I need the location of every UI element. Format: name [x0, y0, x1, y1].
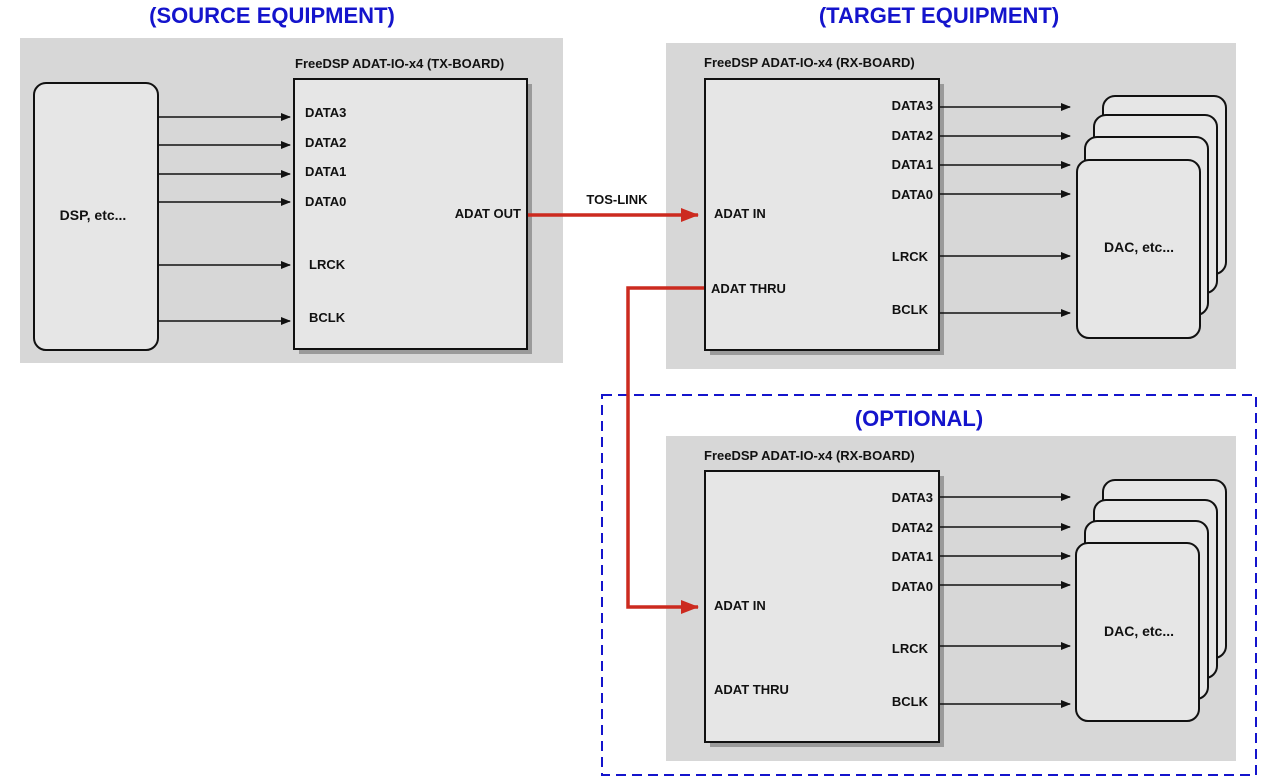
rx-board-1 — [704, 78, 940, 351]
rx1-pin-data3: DATA3 — [892, 98, 933, 113]
tos-link-label: TOS-LINK — [586, 192, 648, 207]
rx2-pin-lrck: LRCK — [892, 641, 929, 656]
tx-pin-data1: DATA1 — [305, 164, 346, 179]
rx2-pin-data2: DATA2 — [892, 520, 933, 535]
dac-2-label: DAC, etc... — [1104, 623, 1174, 639]
source-equipment-heading: (SOURCE EQUIPMENT) — [149, 3, 395, 28]
rx1-pin-data1: DATA1 — [892, 157, 933, 172]
rx1-pin-lrck: LRCK — [892, 249, 929, 264]
rx-board-2-title: FreeDSP ADAT-IO-x4 (RX-BOARD) — [704, 448, 915, 463]
dsp-device-label: DSP, etc... — [60, 207, 127, 223]
tx-pin-adat-out: ADAT OUT — [455, 206, 521, 221]
target-equipment-heading: (TARGET EQUIPMENT) — [819, 3, 1059, 28]
rx2-pin-data1: DATA1 — [892, 549, 933, 564]
rx1-pin-bclk: BCLK — [892, 302, 929, 317]
tx-board — [293, 78, 528, 350]
rx1-pin-adat-thru: ADAT THRU — [711, 281, 786, 296]
rx2-pin-adat-thru: ADAT THRU — [714, 682, 789, 697]
rx2-pin-bclk: BCLK — [892, 694, 929, 709]
tx-pin-data3: DATA3 — [305, 105, 346, 120]
tx-board-title: FreeDSP ADAT-IO-x4 (TX-BOARD) — [295, 56, 504, 71]
rx2-pin-data0: DATA0 — [892, 579, 933, 594]
rx-board-2 — [704, 470, 940, 743]
tx-pin-data0: DATA0 — [305, 194, 346, 209]
rx-board-1-title: FreeDSP ADAT-IO-x4 (RX-BOARD) — [704, 55, 915, 70]
dac-1-label: DAC, etc... — [1104, 239, 1174, 255]
optional-heading: (OPTIONAL) — [855, 406, 983, 431]
rx1-pin-data0: DATA0 — [892, 187, 933, 202]
tx-pin-bclk: BCLK — [309, 310, 346, 325]
rx1-pin-data2: DATA2 — [892, 128, 933, 143]
rx1-pin-adat-in: ADAT IN — [714, 206, 766, 221]
dsp-device-box — [33, 82, 159, 351]
tx-pin-data2: DATA2 — [305, 135, 346, 150]
dac-2-card-1 — [1075, 542, 1200, 722]
rx2-pin-adat-in: ADAT IN — [714, 598, 766, 613]
rx2-pin-data3: DATA3 — [892, 490, 933, 505]
adat-thru-link-arrow — [626, 286, 704, 614]
dac-1-card-1 — [1076, 159, 1201, 339]
optional-dashed-border — [601, 394, 1257, 776]
tx-pin-lrck: LRCK — [309, 257, 346, 272]
